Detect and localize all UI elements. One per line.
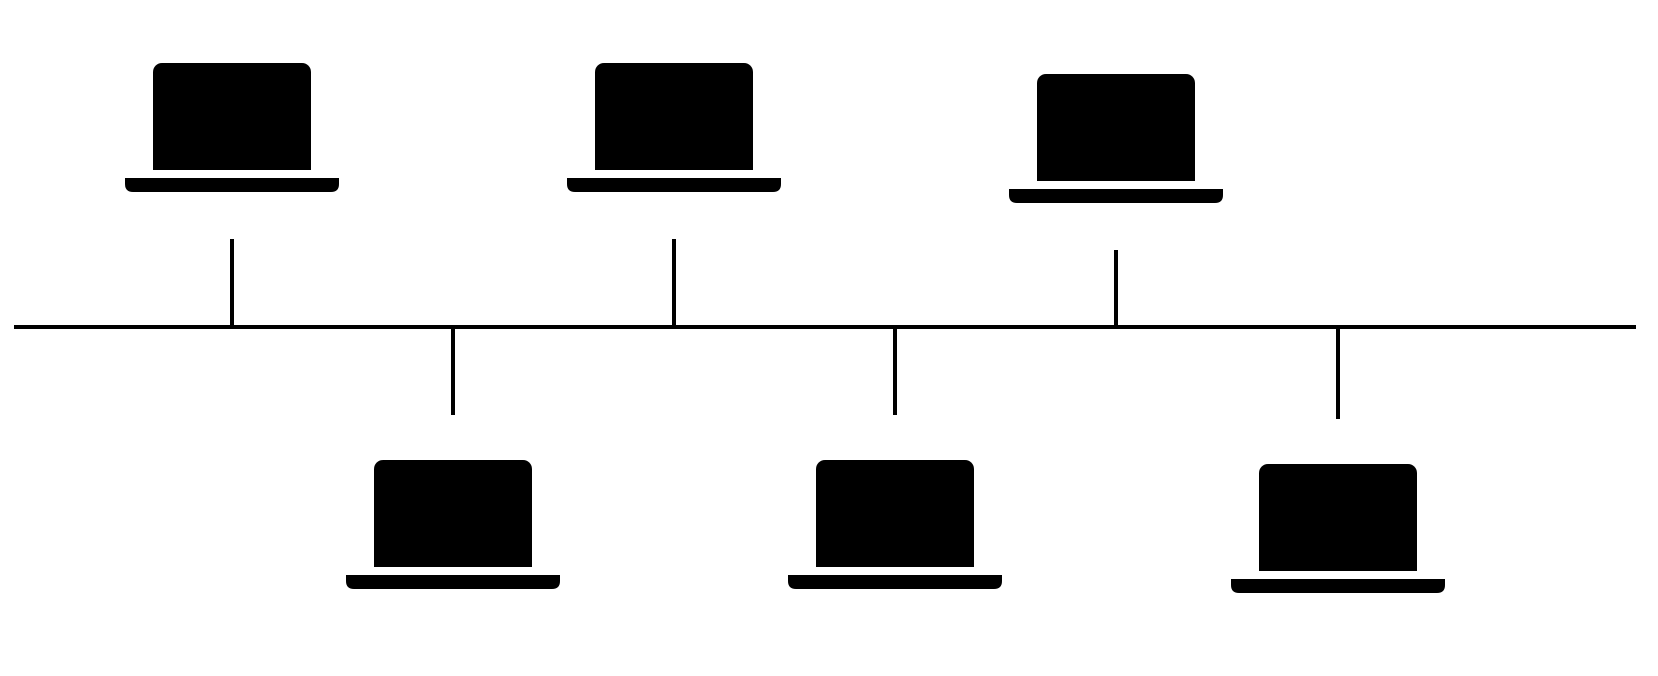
- network-node-laptop-5: [1009, 74, 1223, 327]
- laptop-icon: [1231, 464, 1445, 593]
- laptop-icon: [788, 460, 1002, 589]
- laptop-icon: [567, 63, 781, 192]
- laptop-icon: [346, 460, 560, 589]
- network-node-laptop-6: [1231, 327, 1445, 593]
- network-node-laptop-1: [125, 63, 339, 327]
- network-node-laptop-4: [788, 327, 1002, 589]
- network-node-laptop-2: [346, 327, 560, 589]
- laptop-icon: [125, 63, 339, 192]
- laptop-icon: [1009, 74, 1223, 203]
- network-node-laptop-3: [567, 63, 781, 327]
